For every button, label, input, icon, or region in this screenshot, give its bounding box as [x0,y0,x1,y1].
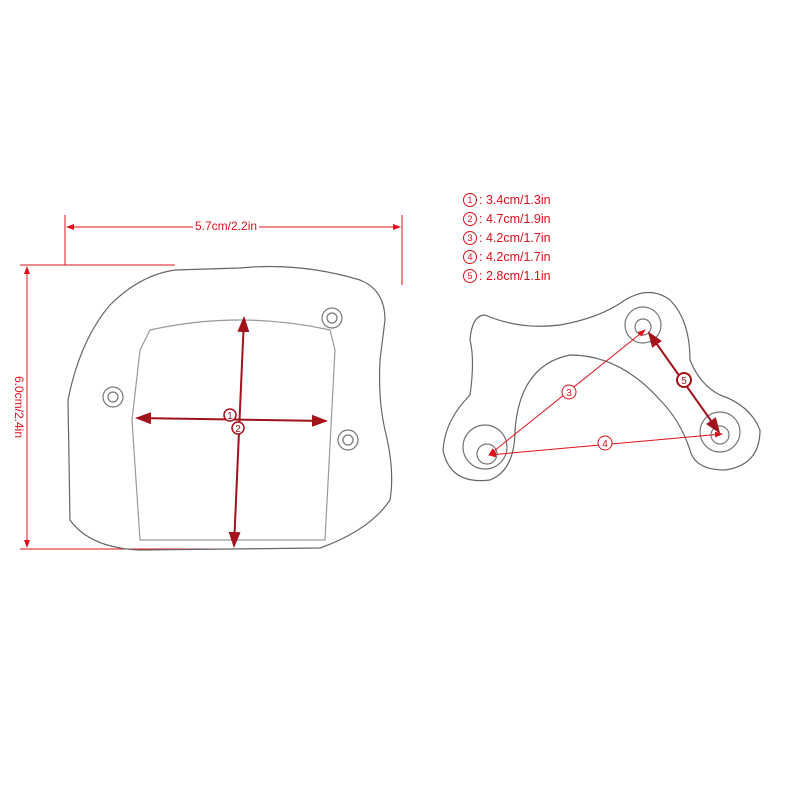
svg-text:2: 2 [235,424,241,435]
width-label: 5.7cm/2.2in [193,219,260,233]
bracket-dimensions: 3 4 5 [488,329,723,458]
bracket-drawing [442,291,761,482]
svg-text:4: 4 [602,439,608,450]
dimension-legend: 1: 3.4cm/1.3in 2: 4.7cm/1.9in 3: 4.2cm/1… [463,190,551,285]
svg-text:5: 5 [681,376,687,387]
legend-item-3: 3: 4.2cm/1.7in [463,228,551,247]
height-label: 6.0cm/2.4in [12,373,27,441]
legend-item-4: 4: 4.2cm/1.7in [463,247,551,266]
pad-inner-dimensions: 1 2 [135,316,328,548]
kickstand-pad-drawing [67,265,393,551]
svg-text:1: 1 [227,411,233,422]
legend-item-2: 2: 4.7cm/1.9in [463,209,551,228]
height-dimension [20,264,235,550]
svg-text:3: 3 [566,388,572,399]
legend-item-1: 1: 3.4cm/1.3in [463,190,551,209]
legend-item-5: 5: 2.8cm/1.1in [463,266,551,285]
